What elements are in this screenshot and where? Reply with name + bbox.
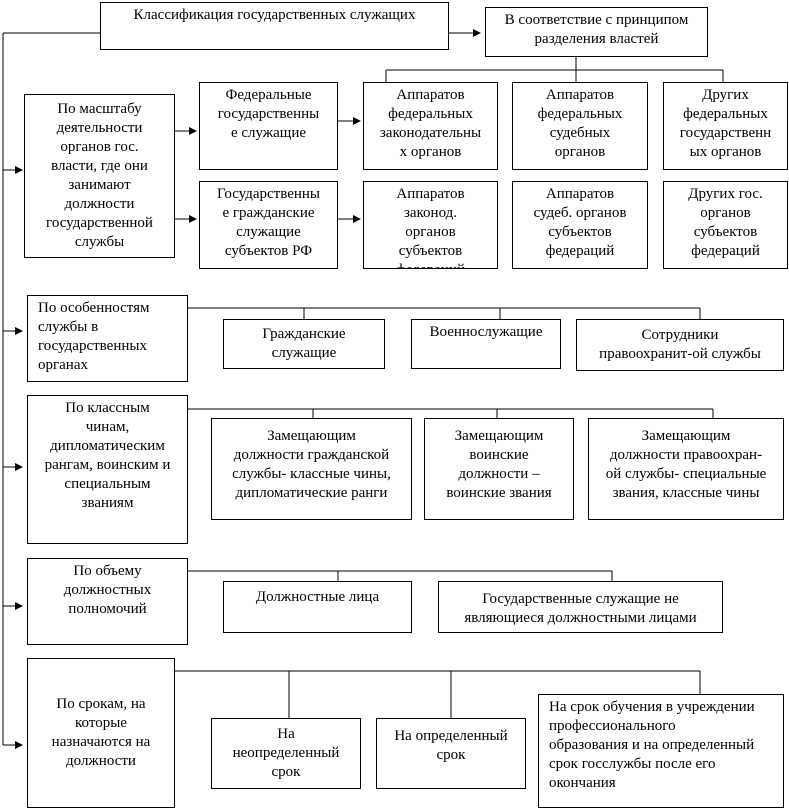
law-enforcement-box: Сотрудники правоохранит-ой службы	[576, 319, 784, 371]
military-box: Военнослужащие	[411, 319, 561, 369]
federal-servants-box: Федеральные государственны е служащие	[199, 82, 338, 170]
officials-box: Должностные лица	[223, 581, 412, 633]
civil-servants-box: Гражданские служащие	[223, 319, 385, 369]
powers-criterion-box: По объему должностных полномочий	[27, 558, 188, 645]
federal-other-box: Других федеральных государственн ых орга…	[663, 82, 788, 170]
service-criterion-box: По особенностям службы в государственных…	[27, 295, 188, 382]
regional-judicial-box: Аппаратов судеб. органов субъектов федер…	[512, 181, 648, 269]
indefinite-term-box: На неопределенный срок	[211, 718, 361, 789]
terms-criterion-box: По срокам, на которые назначаются на дол…	[27, 658, 175, 808]
fixed-term-box: На определенный срок	[376, 718, 526, 789]
non-officials-box: Государственные служащие не являющиеся д…	[438, 581, 723, 633]
federal-judicial-box: Аппаратов федеральных судебных органов	[512, 82, 648, 170]
regional-legislative-box: Аппаратов законод. органов субъектов фед…	[363, 181, 498, 269]
ranks-criterion-box: По классным чинам, дипломатическим ранга…	[27, 395, 188, 544]
root-title-box: Классификация государственных служащих	[100, 2, 449, 50]
training-term-box: На срок обучения в учреждении профессион…	[538, 694, 784, 808]
civil-ranks-box: Замещающим должности гражданской службы-…	[211, 418, 412, 520]
federal-legislative-box: Аппаратов федеральных законодательны х о…	[363, 82, 498, 170]
regional-servants-box: Государственны е гражданские служащие су…	[199, 181, 338, 269]
separation-of-powers-box: В соответствие с принципом разделения вл…	[485, 7, 708, 57]
special-ranks-box: Замещающим должности правоохран- ой служ…	[588, 418, 784, 520]
scale-criterion-box: По масштабу деятельности органов гос. вл…	[24, 94, 175, 258]
regional-other-box: Других гос. органов субъектов федераций	[663, 181, 788, 269]
military-ranks-box: Замещающим воинские должности – воинские…	[424, 418, 574, 520]
